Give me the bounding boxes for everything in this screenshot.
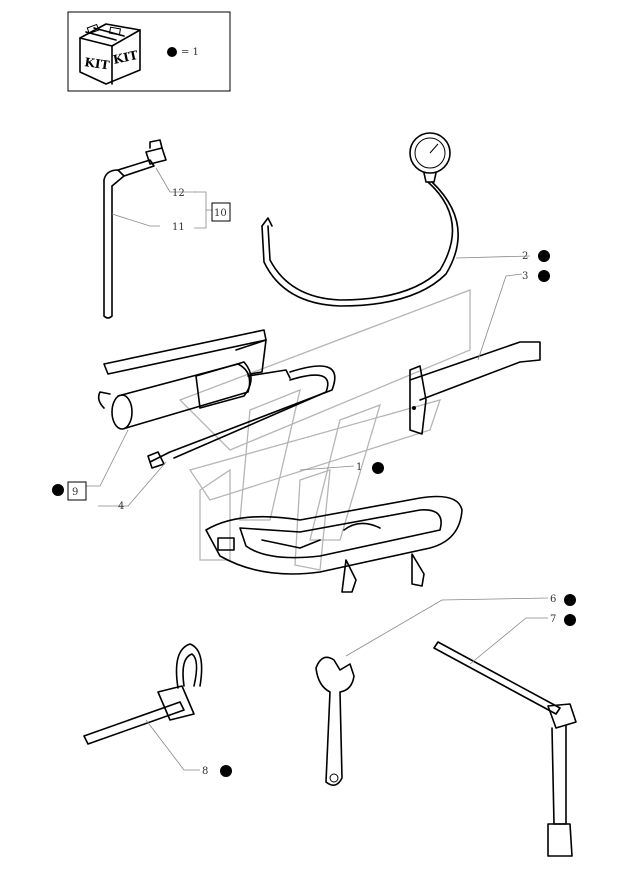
lever-bar-part <box>409 341 541 435</box>
clamp-tool-part <box>83 643 203 745</box>
grease-gun-part <box>97 329 336 469</box>
grease-nipple-icon <box>145 139 167 165</box>
callout-2-marker <box>538 250 550 262</box>
callout-3-label: 3 <box>522 271 528 282</box>
callout-10-label: 10 <box>214 208 227 219</box>
callout-4-label: 4 <box>118 501 124 512</box>
callout-7-label: 7 <box>550 614 556 625</box>
callout-10-box <box>211 202 231 222</box>
pressure-gauge-part <box>261 132 459 307</box>
callout-8-label: 8 <box>202 766 208 777</box>
callout-6-label: 6 <box>550 594 556 605</box>
callout-11-label: 11 <box>172 222 185 233</box>
callout-9-box <box>67 481 87 501</box>
angled-tube-part <box>103 139 167 319</box>
callout-3-marker <box>538 270 550 282</box>
legend-equals-text: = 1 <box>181 47 199 58</box>
tool-bag-part <box>205 495 463 593</box>
callout-1-label: 1 <box>356 462 362 473</box>
callout-2-label: 2 <box>522 251 528 262</box>
callout-8-marker <box>220 765 232 777</box>
gauge-icon <box>409 132 451 174</box>
callout-1-marker <box>372 462 384 474</box>
socket-wrench-part <box>433 641 577 857</box>
watermark-logo <box>178 289 471 571</box>
callout-9-marker <box>52 484 64 496</box>
kit-box-icon: KIT KIT <box>79 23 141 85</box>
callout-7-marker <box>564 614 576 626</box>
kit-label-right: KIT <box>112 48 139 67</box>
callout-12-label: 12 <box>172 188 185 199</box>
kit-label-left: KIT <box>84 55 111 72</box>
callout-9-label: 9 <box>72 487 78 498</box>
adjustable-wrench-part <box>315 656 355 786</box>
callout-6-marker <box>564 594 576 606</box>
kit-legend: KIT KIT = 1 <box>67 11 231 92</box>
legend-marker-dot <box>167 47 177 57</box>
